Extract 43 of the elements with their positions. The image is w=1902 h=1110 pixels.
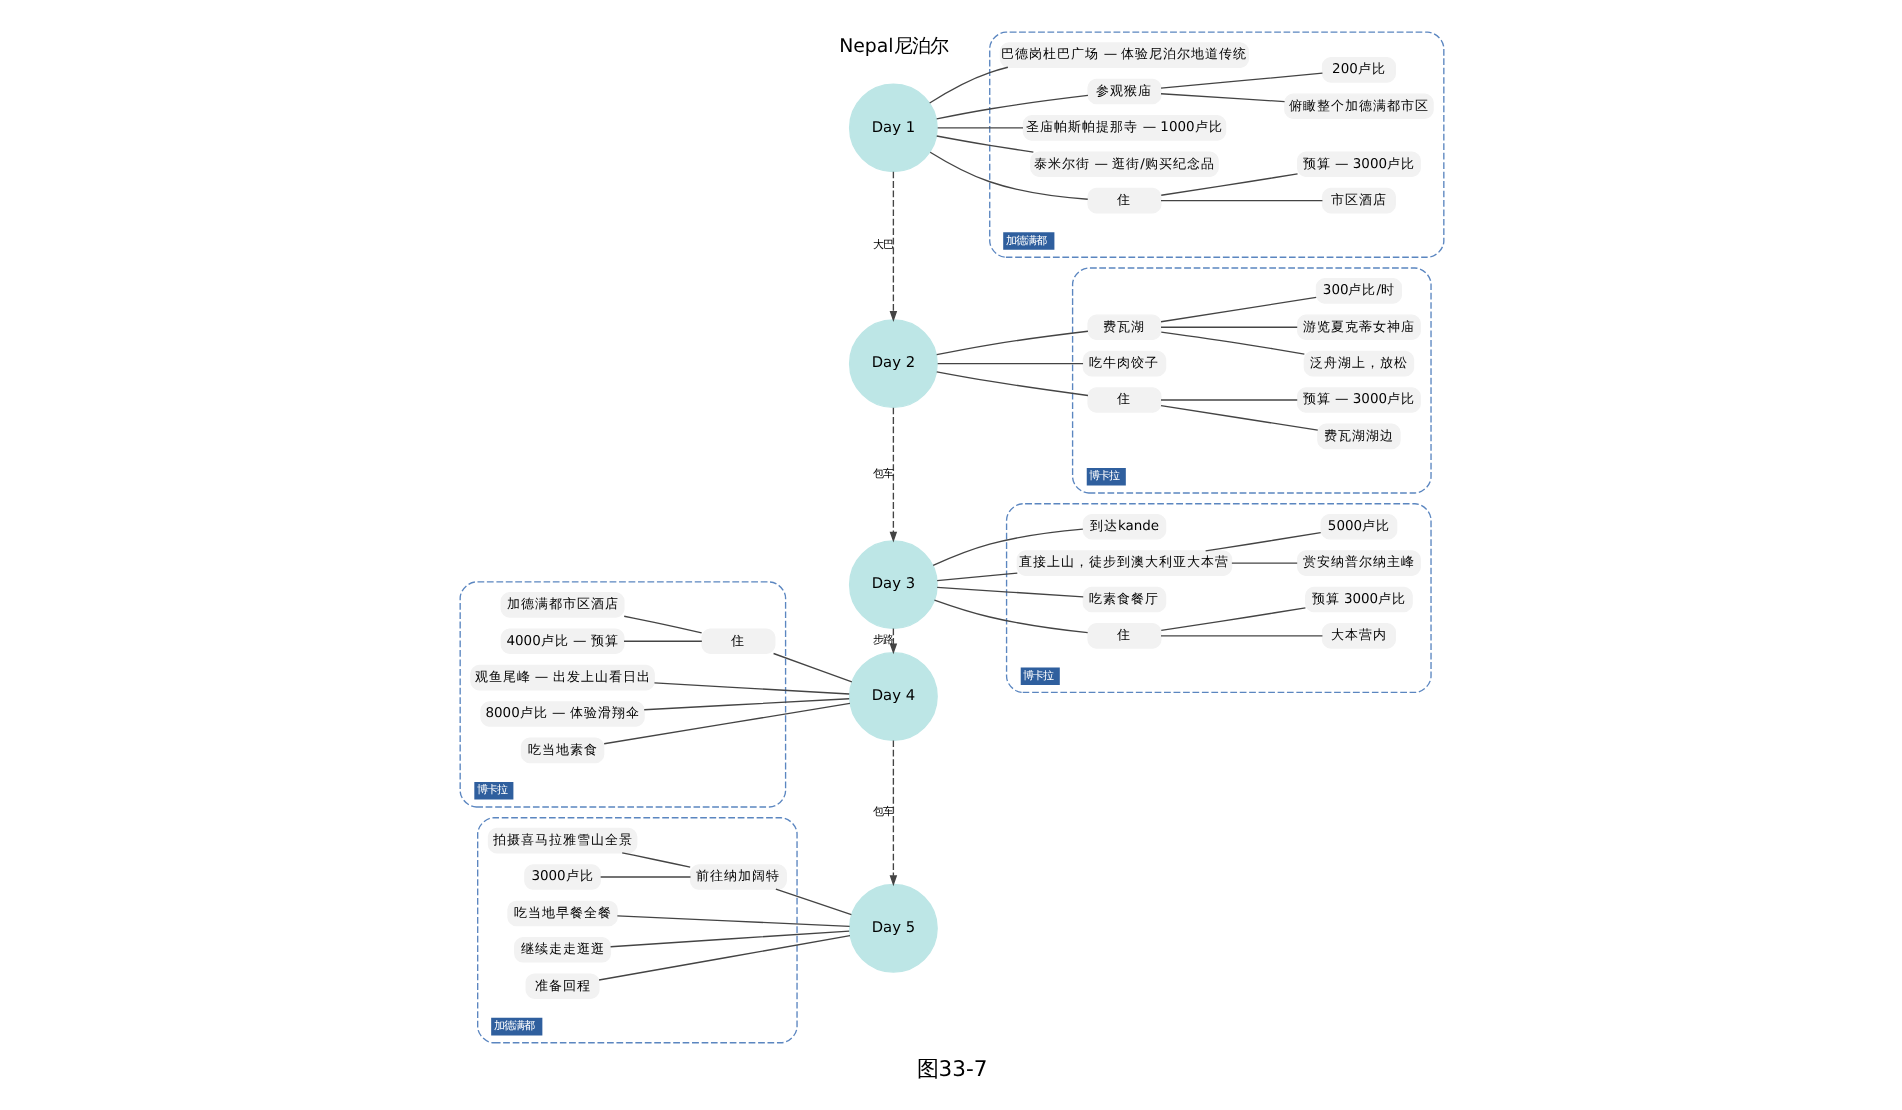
connector — [935, 572, 1017, 582]
connector — [1230, 562, 1297, 564]
connector — [1159, 399, 1297, 401]
connector — [608, 930, 849, 948]
arrow — [888, 739, 897, 887]
connector — [620, 852, 690, 868]
connector — [1159, 93, 1285, 103]
connector — [1159, 331, 1305, 355]
connector — [771, 652, 852, 683]
connector — [1203, 532, 1321, 552]
connector — [652, 682, 849, 695]
arrow — [888, 407, 897, 543]
connector — [1159, 173, 1298, 196]
connector — [936, 363, 1083, 365]
connector — [928, 151, 1088, 200]
node-text: Nepal尼泊尔 — [838, 35, 947, 58]
connector — [602, 702, 850, 745]
connector — [1159, 404, 1318, 431]
connector — [936, 127, 1023, 129]
connector — [1159, 326, 1297, 328]
connector — [1159, 635, 1323, 637]
connector — [622, 640, 702, 642]
connector — [1159, 296, 1316, 323]
connector — [935, 586, 1083, 598]
connector — [935, 135, 1034, 153]
connector — [928, 66, 1008, 104]
caption: 图33-7 — [915, 1056, 987, 1083]
connector — [935, 371, 1088, 397]
connector — [932, 599, 1088, 634]
connector — [935, 94, 1088, 120]
connector — [931, 528, 1083, 567]
connector — [1159, 199, 1323, 202]
connector — [935, 330, 1088, 356]
arrow — [888, 627, 897, 655]
arrow — [888, 171, 897, 322]
connector — [615, 915, 850, 927]
connector — [1159, 72, 1323, 89]
connector — [597, 935, 850, 981]
connector — [1159, 607, 1306, 632]
connector — [598, 876, 691, 878]
connector — [642, 698, 849, 711]
connector — [622, 615, 702, 634]
connector — [774, 888, 852, 916]
